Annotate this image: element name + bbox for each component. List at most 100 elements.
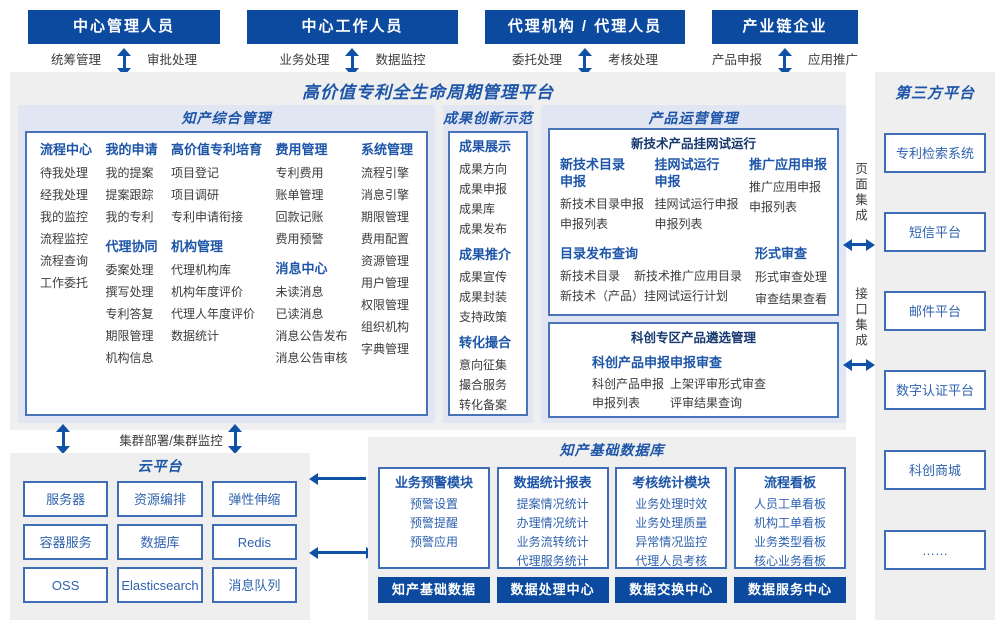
- left-right-arrow-icon: [852, 363, 866, 366]
- menu-item: 字典管理: [360, 342, 409, 356]
- database-module: 考核统计模块 业务处理时效业务处理质量异常情况监控代理人员考核 数据交换中心: [615, 467, 728, 603]
- menu-item: 办理情况统计: [516, 516, 589, 530]
- menu-item: 人员工单看板: [753, 497, 826, 511]
- panel-achievement-demo: 成果创新示范 成果展示 成果方向成果申报成果库成果发布 成果推介: [443, 105, 533, 423]
- menu-item: 新技术（产品）挂网试运行计划: [560, 289, 729, 303]
- menu-group-header: 成果展示: [459, 139, 512, 154]
- menu-item: 成果库: [459, 202, 496, 216]
- menu-item: 成果宣传: [459, 270, 508, 284]
- menu-item: 数据统计: [170, 329, 219, 343]
- menu-item: 期限管理: [105, 329, 154, 343]
- api-integration-label: 接口集成: [853, 287, 867, 349]
- menu-group: 机构管理 代理机构库机构年度评价代理人年度评价数据统计: [171, 234, 262, 347]
- menu-item: 权限管理: [360, 298, 409, 312]
- menu-item: 代理人员考核: [635, 554, 708, 568]
- menu-item: 申报列表: [654, 217, 703, 231]
- role-group: 代理机构 / 代理人员 委托处理 考核处理: [484, 10, 685, 76]
- menu-item: 新技术目录: [560, 269, 621, 283]
- subpanel-new-tech-trial: 新技术产品挂网试运行 新技术目录申报 新技术目录申报申报列表: [548, 128, 839, 316]
- role-duty-left: 产品申报: [711, 53, 762, 67]
- menu-group: 代理协同 委案处理撰写处理专利答复期限管理机构信息: [105, 234, 157, 369]
- menu-item: 代理机构库: [170, 263, 231, 277]
- cloud-service-box: 弹性伸缩: [211, 481, 297, 517]
- menu-group: 挂网试运行申报 挂网试运行申报申报列表: [654, 156, 738, 234]
- menu-item: 成果发布: [459, 222, 508, 236]
- menu-item: 评审结果查询: [670, 396, 743, 410]
- panel-third-party: 第三方平台 专利检索系统短信平台邮件平台数字认证平台科创商城……: [875, 72, 995, 620]
- menu-item: 业务处理质量: [635, 516, 708, 530]
- panel-title: 知产综合管理: [181, 110, 272, 126]
- up-down-arrow-icon: [345, 48, 360, 76]
- menu-item: 预警设置: [409, 497, 458, 511]
- menu-item: 我的专利: [105, 210, 154, 224]
- subpanel-sci-innovation-selection: 科创专区产品遴选管理 科创产品申报 科创产品申报申报列表 申报审查: [548, 322, 839, 418]
- formal-review-group: 形式审查 形式审查处理审查结果查看: [755, 241, 827, 310]
- menu-item: 项目登记: [170, 166, 219, 180]
- role-duty-right: 应用推广: [807, 53, 858, 67]
- menu-item: 支持政策: [459, 310, 508, 324]
- menu-group-header: 消息中心: [275, 261, 328, 276]
- menu-column: 高价值专利培育 项目登记项目调研专利申请衔接 机构管理 代理机构库机构年度: [171, 137, 262, 410]
- menu-item: 委案处理: [105, 263, 154, 277]
- menu-item: 提案情况统计: [516, 497, 589, 511]
- menu-group: 科创产品申报 科创产品申报申报列表: [592, 350, 670, 413]
- menu-group: 费用管理 专利费用账单管理回款记账费用预警: [275, 137, 347, 250]
- role-duty-left: 业务处理: [279, 53, 330, 67]
- menu-item: 审查结果查看: [754, 292, 827, 306]
- menu-group-header: 推广应用申报: [748, 157, 827, 172]
- menu-item: 科创产品申报: [592, 377, 665, 391]
- role-duty-right: 数据监控: [375, 53, 426, 67]
- menu-item: 预警应用: [409, 535, 458, 549]
- menu-item: 组织机构: [360, 320, 409, 334]
- menu-group-header: 申报审查: [670, 355, 723, 370]
- menu-item: 形式审查处理: [754, 270, 827, 284]
- menu-item: 挂网试运行申报: [654, 197, 739, 211]
- menu-item: 代理服务统计: [516, 554, 589, 568]
- menu-group: 成果展示 成果方向成果申报成果库成果发布: [459, 135, 526, 239]
- menu-item: 意向征集: [459, 358, 508, 372]
- menu-item: 业务流转统计: [516, 535, 589, 549]
- up-down-arrow-icon: [228, 424, 242, 454]
- menu-item: 流程监控: [40, 232, 89, 246]
- menu-item: 推广应用申报: [748, 180, 821, 194]
- menu-item: 待我处理: [40, 166, 89, 180]
- menu-item: 业务处理时效: [635, 497, 708, 511]
- data-center-badge: 数据交换中心: [615, 577, 728, 603]
- menu-item: 机构年度评价: [170, 285, 243, 299]
- menu-item: 转化备案: [459, 398, 508, 412]
- cloud-service-box: Elasticsearch: [117, 567, 203, 603]
- third-party-system-box: 数字认证平台: [884, 370, 986, 410]
- panel-product-operation: 产品运营管理 新技术产品挂网试运行 新技术目录申报 新技术目录申报申报列表: [541, 105, 846, 423]
- role-duty-right: 考核处理: [607, 53, 658, 67]
- panel-title: 成果创新示范: [443, 110, 533, 126]
- panel-title: 云平台: [137, 458, 183, 474]
- up-down-arrow-icon: [117, 48, 131, 76]
- third-party-system-box: 邮件平台: [884, 291, 986, 331]
- left-right-arrow-icon: [318, 551, 366, 554]
- module-header: 数据统计报表: [513, 475, 592, 490]
- third-party-system-box: 专利检索系统: [884, 133, 986, 173]
- menu-group-header: 申报: [560, 174, 587, 189]
- menu-item: 我的提案: [105, 166, 154, 180]
- menu-item: 成果封装: [459, 290, 508, 304]
- menu-group-header: 系统管理: [360, 142, 413, 157]
- role-group: 中心管理人员 统筹管理 审批处理: [28, 10, 220, 76]
- menu-item: 成果申报: [459, 182, 508, 196]
- menu-item: 机构工单看板: [753, 516, 826, 530]
- menu-item: 用户管理: [360, 276, 409, 290]
- panel-title: 知产基础数据库: [559, 442, 665, 458]
- database-module: 流程看板 人员工单看板机构工单看板业务类型看板核心业务看板 数据服务中心: [733, 467, 846, 603]
- subpanel-title: 新技术产品挂网试运行: [630, 137, 756, 151]
- cloud-service-box: 数据库: [117, 524, 203, 560]
- page-integration-label: 页面集成: [853, 162, 867, 224]
- menu-item: 核心业务看板: [753, 554, 826, 568]
- database-module-box: 考核统计模块 业务处理时效业务处理质量异常情况监控代理人员考核: [615, 467, 728, 569]
- cloud-service-box: Redis: [211, 524, 297, 560]
- cloud-service-box: 消息队列: [211, 567, 297, 603]
- menu-item: 账单管理: [275, 188, 324, 202]
- catalog-query-group: 目录发布查询 新技术目录 新技术推广应用目录 新技术（产品）挂网试运行计划: [560, 241, 742, 310]
- menu-item: 机构信息: [105, 351, 154, 365]
- menu-group-header: 费用管理: [275, 142, 328, 157]
- role-title: 中心工作人员: [246, 10, 458, 44]
